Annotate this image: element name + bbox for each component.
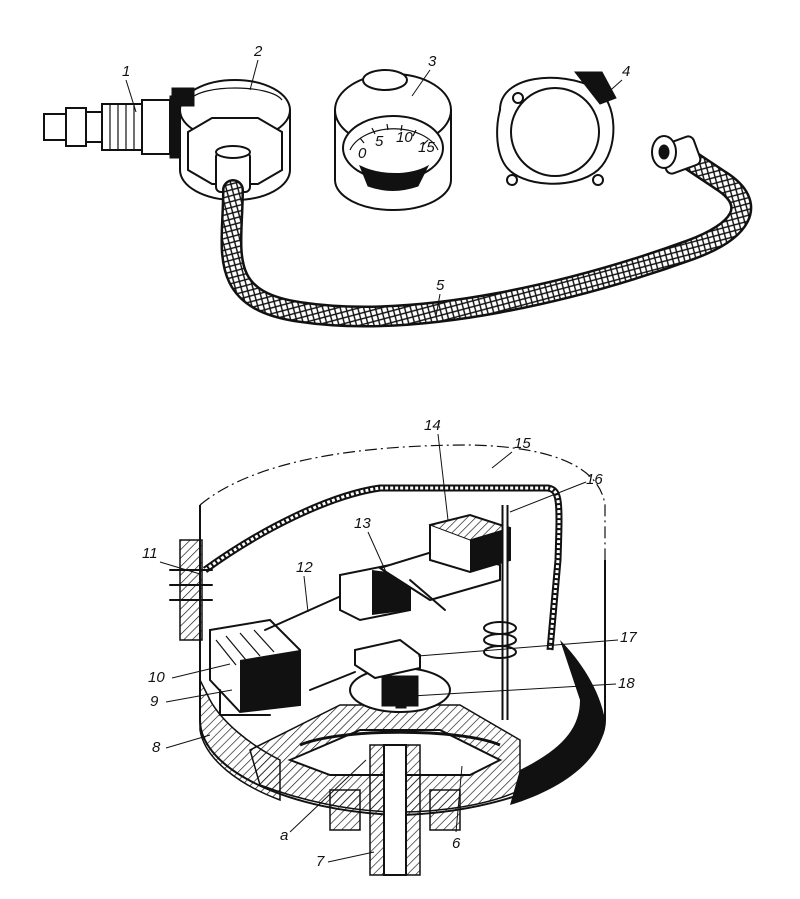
callout-17: 17 <box>620 629 637 646</box>
sensor-cutaway: 6 7 8 9 10 11 12 13 14 15 16 17 18 <box>142 417 637 876</box>
callout-13: 13 <box>354 515 371 532</box>
connector-plug <box>43 95 189 159</box>
callout-a: a <box>280 827 288 844</box>
top-callouts: 1 2 3 4 5 <box>122 43 630 317</box>
gauge-dial-number: 5 <box>375 133 384 150</box>
callout-11: 11 <box>142 545 158 562</box>
top-assembly: 0 5 10 15 1 2 3 <box>43 43 753 328</box>
callout-3: 3 <box>428 53 437 70</box>
callout-4: 4 <box>622 63 630 80</box>
mounting-ring <box>496 71 617 186</box>
callout-8: 8 <box>152 739 161 756</box>
coil <box>209 618 301 716</box>
gauge-dial-number: 0 <box>358 145 367 162</box>
callout-2: 2 <box>253 43 263 60</box>
callout-7: 7 <box>316 853 325 870</box>
callout-6: 6 <box>452 835 461 852</box>
callout-9: 9 <box>150 693 159 710</box>
terminal-block <box>169 539 213 641</box>
gauge-dial-number: 15 <box>418 139 435 156</box>
callout-16: 16 <box>586 471 603 488</box>
braided-hose <box>220 135 753 328</box>
gauge-dial-number: 10 <box>396 129 413 146</box>
callout-15: 15 <box>514 435 531 452</box>
callout-12: 12 <box>296 559 313 576</box>
sensor-housing <box>171 79 291 201</box>
pressure-gauge: 0 5 10 15 <box>334 69 452 211</box>
callout-5: 5 <box>436 277 445 294</box>
callout-1: 1 <box>122 63 130 80</box>
bottom-callouts: 6 7 8 9 10 11 12 13 14 15 16 17 18 <box>142 417 637 870</box>
callout-10: 10 <box>148 669 165 686</box>
callout-14: 14 <box>424 417 441 434</box>
callout-18: 18 <box>618 675 635 692</box>
